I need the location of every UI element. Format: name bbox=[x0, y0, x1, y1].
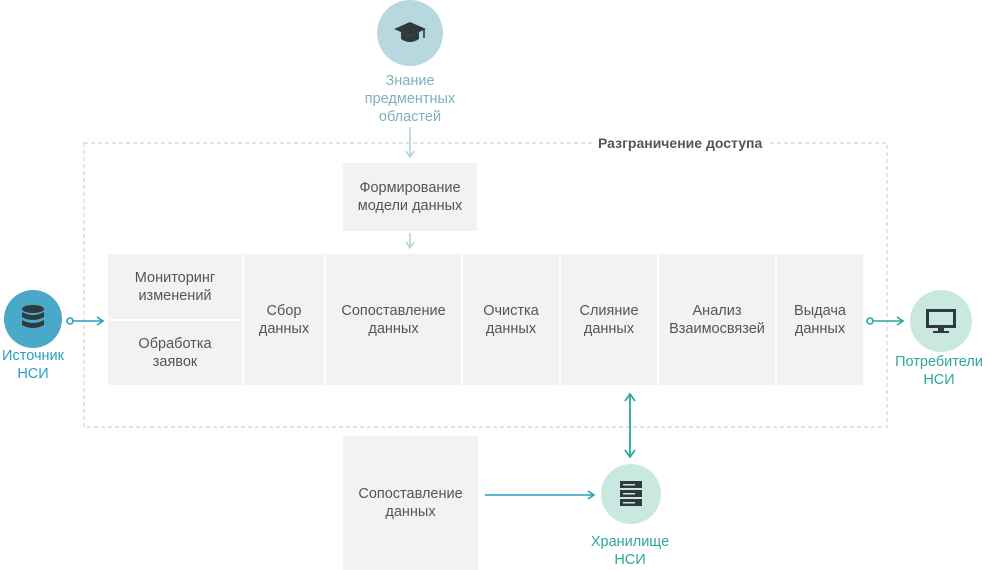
bottom-to-storage-arrow bbox=[485, 490, 596, 500]
storage-vertical-arrow bbox=[624, 392, 636, 459]
consumers-label: Потребители НСИ bbox=[895, 354, 983, 388]
requests-box: Обработка заявок bbox=[108, 321, 242, 385]
server-icon bbox=[620, 481, 642, 506]
source-circle bbox=[4, 290, 62, 348]
output-box: Выдача данных bbox=[777, 254, 863, 385]
knowledge-label: Знание предментных областей bbox=[364, 73, 456, 125]
knowledge-circle bbox=[377, 0, 443, 66]
source-label: Источник НСИ bbox=[2, 348, 64, 382]
storage-circle bbox=[601, 464, 661, 524]
storage-label: Хранилище НСИ bbox=[590, 534, 670, 568]
cleaning-box: Очистка данных bbox=[463, 254, 559, 385]
merge-box: Слияние данных bbox=[561, 254, 657, 385]
knowledge-arrow bbox=[405, 127, 415, 159]
database-icon bbox=[22, 305, 44, 328]
collection-box: Сбор данных bbox=[244, 254, 324, 385]
data-model-box: Формирование модели данных bbox=[343, 163, 477, 231]
monitoring-box: Мониторинг изменений bbox=[108, 254, 242, 319]
access-control-title: Разграничение доступа bbox=[592, 134, 769, 152]
model-arrow bbox=[405, 233, 415, 250]
bottom-matching-box: Сопоставление данных bbox=[343, 436, 478, 570]
monitor-icon bbox=[926, 309, 956, 333]
consumers-circle bbox=[910, 290, 972, 352]
graduation-cap-icon bbox=[394, 22, 426, 42]
analysis-box: Анализ Взаимосвязей bbox=[659, 254, 775, 385]
matching-box: Сопоставление данных bbox=[326, 254, 461, 385]
source-arrow bbox=[66, 316, 105, 326]
consumers-arrow bbox=[866, 316, 905, 326]
